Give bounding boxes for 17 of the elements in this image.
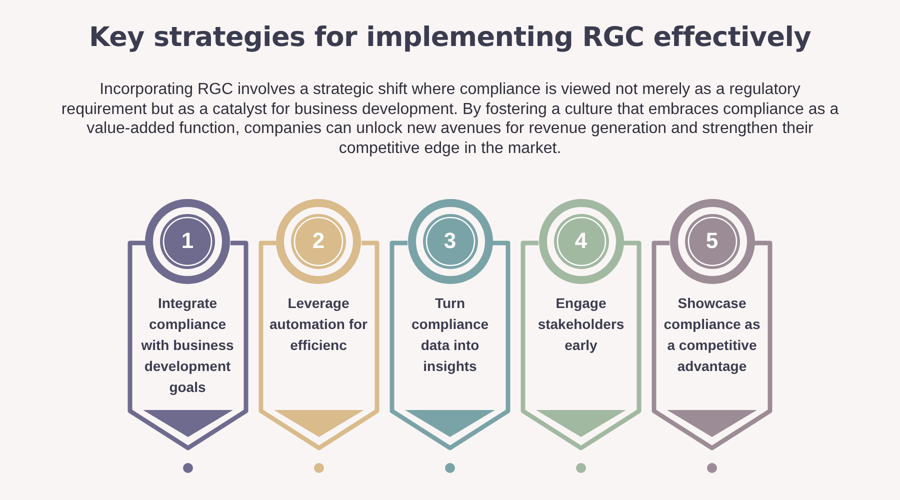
step-number: 3 [442,226,458,254]
strategy-card [388,196,512,452]
strategy-text: Leverage automation for efficienc [268,294,368,355]
strategy-text: Engage stakeholders early [536,294,626,355]
step-number: 2 [311,226,326,254]
strategy-card [126,196,250,452]
step-number: 4 [574,226,588,254]
strategy-card [650,196,774,452]
strategy-text: Showcase compliance as a competitive advantage [662,294,762,376]
strategy-card [519,196,643,452]
strategy-text: Turn compliance data into insights [410,294,490,376]
title: Key strategies for implementing RGC effectively [88,22,812,53]
intro-paragraph: Incorporating RGC involves a strategic shift where compliance is viewed not merely as a regulatory requirement but as a catalyst for business development. By fostering a culture that embraces compliance as a value-added function, companies can unlock new avenues for revenue generation and strengthen their competitive edge in the market. [60,80,840,158]
step-number: 1 [180,226,195,254]
strategy-card [256,196,380,452]
strategy-text: Integrate compliance with business development goals [140,294,235,397]
step-number: 5 [704,226,720,254]
